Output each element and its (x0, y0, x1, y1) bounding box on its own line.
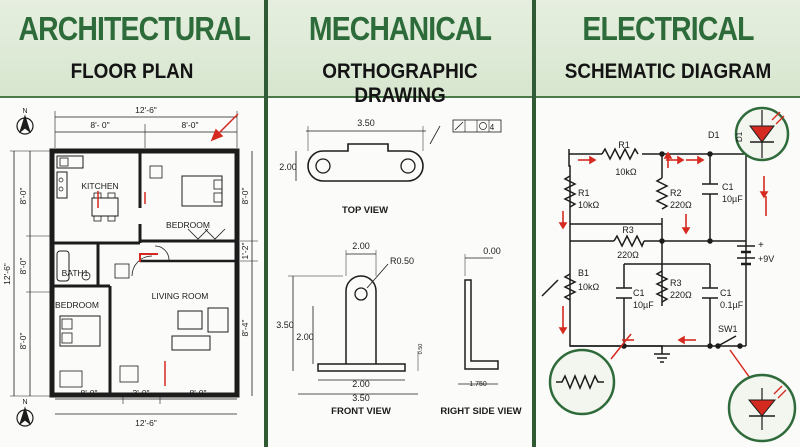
battery-plus: + (758, 240, 764, 251)
room-kitchen: KITCHEN (81, 181, 118, 191)
dim-right-c: 8'-4" (240, 320, 250, 337)
north-label: N (22, 108, 27, 115)
orthographic-subtitle: ORTHOGRAPHIC DRAWING (322, 60, 478, 107)
d1-label: D1 (708, 130, 720, 140)
r1-top-value: 10kΩ (615, 167, 637, 177)
front-view-bottom-total: 3.50 (352, 393, 370, 403)
dim-bot-c: 8'-0" (190, 388, 207, 398)
switch-label: SW1 (718, 324, 738, 334)
r2-value: 220Ω (670, 200, 692, 210)
r1-left-label: R1 (578, 188, 590, 198)
resistor-callout (548, 333, 632, 416)
front-view-height-total: 3.50 (276, 320, 294, 330)
front-view-top: 2.00 (352, 241, 370, 251)
c1-right-label: C1 (720, 288, 732, 298)
b1-value: 10kΩ (578, 282, 600, 292)
architectural-panel: ARCHITECTURAL FLOOR PLAN (0, 0, 264, 447)
battery-icon (737, 245, 755, 266)
r3-mid-label: R3 (622, 225, 634, 235)
r3-low-value: 220Ω (670, 290, 692, 300)
switch-sw1-icon (715, 335, 743, 349)
top-view-width: 3.50 (357, 118, 375, 128)
room-bedroom-2: BEDROOM (55, 300, 99, 310)
architectural-header: ARCHITECTURAL FLOOR PLAN (0, 0, 264, 98)
capacitor-c1-right (702, 287, 718, 299)
c1-top-label: C1 (722, 182, 734, 192)
electrical-title: ELECTRICAL (582, 10, 754, 47)
side-view-bottom: 1.750 (469, 381, 487, 388)
callout-number: 4 (490, 123, 495, 132)
side-view-label: RIGHT SIDE VIEW (440, 406, 521, 417)
c1-mid-value: 10µF (633, 300, 654, 310)
dim-left-c: 8'-0" (18, 333, 28, 350)
room-bath: BATH1 (62, 268, 89, 278)
b1-label: B1 (578, 268, 589, 278)
electrical-header: ELECTRICAL SCHEMATIC DIAGRAM (536, 0, 800, 98)
led-callout (734, 106, 790, 162)
c1-mid-label: C1 (633, 288, 645, 298)
front-view-height-inner: 2.00 (296, 332, 314, 342)
resistor-b1 (563, 273, 577, 301)
floor-plan-subtitle: FLOOR PLAN (70, 60, 194, 83)
electrical-panel: ELECTRICAL SCHEMATIC DIAGRAM (536, 0, 800, 447)
divider (532, 0, 536, 447)
schematic-drawing: R1 10kΩ R1 10kΩ R2 220Ω C1 10µF R3 220Ω … (541, 106, 797, 443)
front-view-small: 0.50 (418, 344, 424, 355)
top-view-label: TOP VIEW (342, 205, 388, 216)
capacitor-c1-top (702, 183, 718, 195)
dim-bot-b: 3'-0" (133, 388, 150, 398)
red-arrow (217, 113, 239, 135)
mechanical-header: MECHANICAL ORTHOGRAPHIC DRAWING (268, 0, 532, 107)
capacitor-c1-mid (616, 287, 632, 299)
current-flow-arrows (558, 151, 769, 345)
dim-right-a: 8'-0" (240, 188, 250, 205)
dim-bot-total: 12'-6" (135, 418, 157, 428)
r2-label: R2 (670, 188, 682, 198)
front-view-label: FRONT VIEW (331, 406, 391, 417)
resistor-r2 (655, 177, 669, 210)
dim-top-right: 8'-0" (182, 120, 199, 130)
mechanical-title: MECHANICAL (308, 10, 492, 47)
dim-left-a: 8'-0" (18, 188, 28, 205)
top-view-height: 2.00 (279, 162, 297, 172)
c1-right-value: 0.1µF (720, 300, 744, 310)
north-arrow-icon (16, 114, 34, 135)
resistor-r3-low (655, 270, 669, 303)
divider (264, 0, 268, 447)
ground-icon (654, 346, 670, 363)
resistor-r1-top (601, 147, 639, 161)
floor-plan-drawing: N N 12'-6" 8'- 0" 8'-0" 12'-6" 8'-0" 8'-… (2, 105, 258, 428)
schematic-subtitle: SCHEMATIC DIAGRAM (564, 60, 772, 83)
battery-label: +9V (758, 254, 774, 264)
led-bottom-callout (727, 349, 797, 443)
room-living: LIVING ROOM (152, 291, 209, 301)
side-view-top: 0.00 (483, 246, 501, 256)
dim-top-left: 8'- 0" (90, 120, 109, 130)
north-label: N (22, 399, 27, 406)
orthographic-drawing: 3.50 2.00 4 TOP VIEW 2.00 R0.50 3.50 2.0… (276, 118, 521, 417)
dim-left-total: 12'-6" (2, 263, 12, 285)
dim-top-total: 12'-6" (135, 105, 157, 115)
dim-left-b: 8'-0" (18, 258, 28, 275)
architectural-title: ARCHITECTURAL (18, 10, 251, 47)
r3-low-label: R3 (670, 278, 682, 288)
north-arrow-icon (16, 406, 34, 427)
c1-top-value: 10µF (722, 194, 743, 204)
mechanical-panel: MECHANICAL ORTHOGRAPHIC DRAWING (268, 0, 532, 447)
highlight-markers (97, 113, 239, 386)
r1-left-value: 10kΩ (578, 200, 600, 210)
b1-switch-icon (541, 279, 559, 297)
room-bedroom-1: BEDROOM (166, 220, 210, 230)
d1-led-label: D1 (735, 131, 744, 142)
r1-top-label: R1 (618, 140, 630, 150)
front-view-radius: R0.50 (390, 256, 414, 266)
r3-mid-value: 220Ω (617, 250, 639, 260)
resistor-r1-left (563, 175, 577, 208)
resistor-r3-mid (613, 234, 645, 248)
dim-bot-a: 8'-0" (81, 388, 98, 398)
dim-right-b: 1'-2" (240, 243, 250, 260)
front-view-bottom-inner: 2.00 (352, 379, 370, 389)
